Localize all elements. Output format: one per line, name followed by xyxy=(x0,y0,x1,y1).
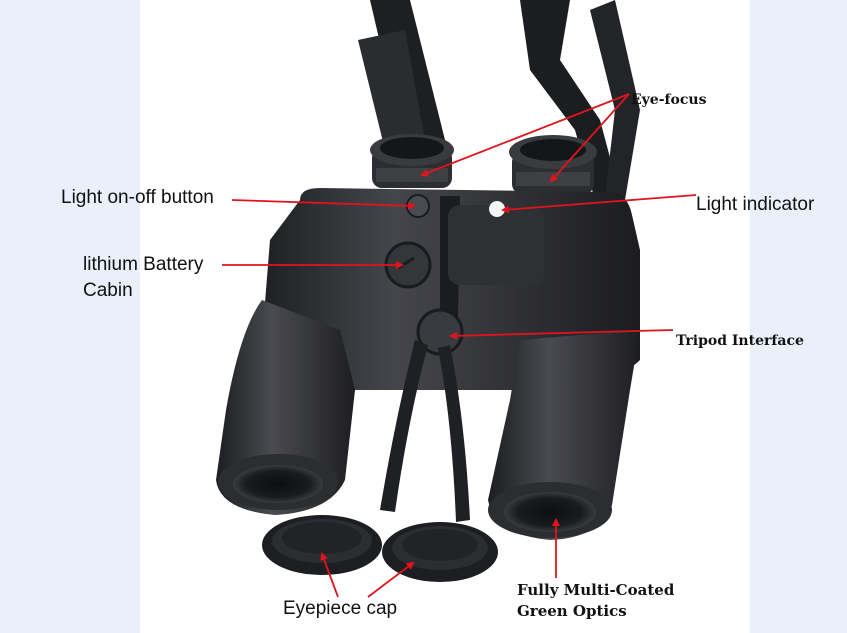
cap-tethers xyxy=(380,340,470,522)
arrow-eyepiece-cap-left xyxy=(320,552,339,598)
eye-focus-label: Eye-focus xyxy=(631,92,707,108)
light-indicator-label: Light indicator xyxy=(696,194,815,215)
battery-cabin-label-line1: lithium Battery xyxy=(83,254,204,275)
arrow-eye-focus-right xyxy=(549,93,630,183)
barrel-right xyxy=(488,330,640,540)
arrow-eyepiece-cap-right xyxy=(367,561,415,598)
eyepiece-cap-right xyxy=(382,522,498,582)
annotation-arrows xyxy=(222,93,697,598)
left-margin-panel xyxy=(0,0,140,633)
battery-cabin-label-line2: Cabin xyxy=(83,280,133,301)
arrow-eye-focus-left xyxy=(420,93,630,177)
barrel-left xyxy=(216,300,355,515)
eyepiece-cap-left xyxy=(262,515,382,575)
optics-label-line2: Green Optics xyxy=(517,602,627,620)
light-on-off-button-label: Light on-off button xyxy=(61,187,214,208)
arrow-tripod-interface xyxy=(449,329,674,340)
optics-label-line1: Fully Multi-Coated xyxy=(517,581,675,599)
arrow-light-indicator xyxy=(501,194,697,214)
eyepiece-cap-label: Eyepiece cap xyxy=(283,598,398,619)
right-margin-panel xyxy=(750,0,847,633)
arrow-light-button xyxy=(231,199,416,210)
light-indicator-icon xyxy=(489,201,505,217)
eyepiece-left xyxy=(370,134,454,188)
tripod-interface-label: Tripod Interface xyxy=(676,333,804,349)
